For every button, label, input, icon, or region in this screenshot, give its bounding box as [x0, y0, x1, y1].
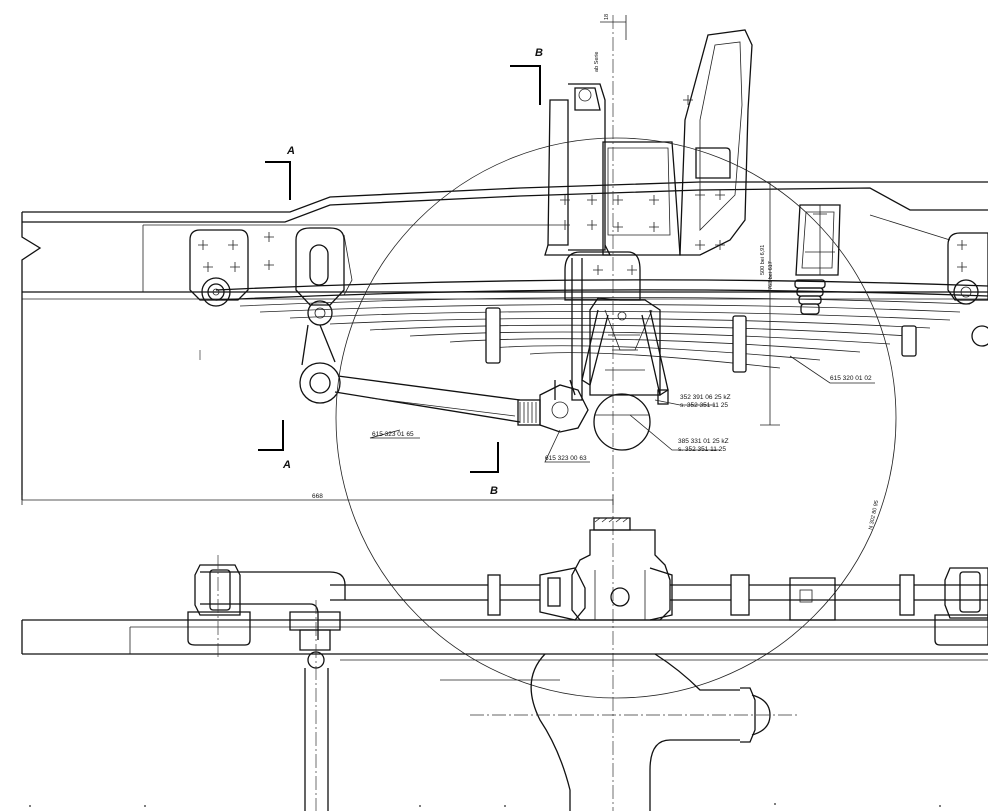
centre-lines — [21, 15, 780, 811]
label-link: 615 323 01 65 — [372, 431, 414, 438]
bump-stop — [794, 204, 841, 315]
section-marker-a-bottom: A — [258, 420, 291, 471]
leader-lines — [369, 355, 875, 463]
dim-horizontal: 668 — [312, 493, 323, 500]
spring-stop-bracket — [679, 29, 753, 256]
spring-hanger-left — [189, 229, 274, 307]
dim-side1: 500 bei 6,91 — [760, 245, 766, 275]
section-marker-b-bottom: B — [470, 442, 499, 497]
label-bracket1b: s. 352 351 11 25 — [680, 402, 728, 409]
label-bracket1: 352 391 06 25 kZ — [680, 394, 731, 401]
spring-hanger-right — [947, 232, 988, 301]
svg-text:B: B — [490, 485, 498, 497]
part-labels: 615 320 01 02 615 323 01 65 615 323 00 6… — [312, 14, 872, 500]
wheel-arc — [335, 137, 897, 699]
leaf-spring — [215, 279, 988, 373]
cross-tube — [200, 571, 988, 640]
section-marker-b-top: B — [510, 47, 543, 105]
axle-clamp — [581, 297, 669, 451]
label-spring: 615 320 01 02 — [830, 375, 872, 382]
section-marker-a-top: A — [265, 145, 295, 200]
dim-series: ab Serie — [594, 52, 600, 73]
scan-specks — [29, 803, 941, 807]
svg-text:B: B — [535, 47, 543, 59]
svg-text:A: A — [282, 459, 291, 471]
dim-top: 18 — [604, 14, 610, 20]
end-mount-left — [187, 555, 251, 660]
shock-absorber — [544, 83, 641, 401]
end-mount-right — [934, 567, 988, 646]
label-clamp: 615 323 00 63 — [545, 455, 587, 462]
center-joint — [539, 517, 673, 621]
dim-side2: 763 bei 617 — [768, 261, 774, 290]
svg-text:A: A — [286, 145, 295, 157]
label-bracket2b: s. 352 351 11 25 — [678, 446, 726, 453]
frame-rail-upper — [21, 181, 988, 500]
vertical-support — [289, 600, 341, 811]
frame-rail-lower — [21, 619, 988, 661]
differential-housing — [440, 653, 800, 811]
label-bracket2: 385 331 01 25 kZ — [678, 438, 729, 445]
control-link — [299, 324, 589, 433]
frame-bracket-upper — [602, 141, 681, 256]
